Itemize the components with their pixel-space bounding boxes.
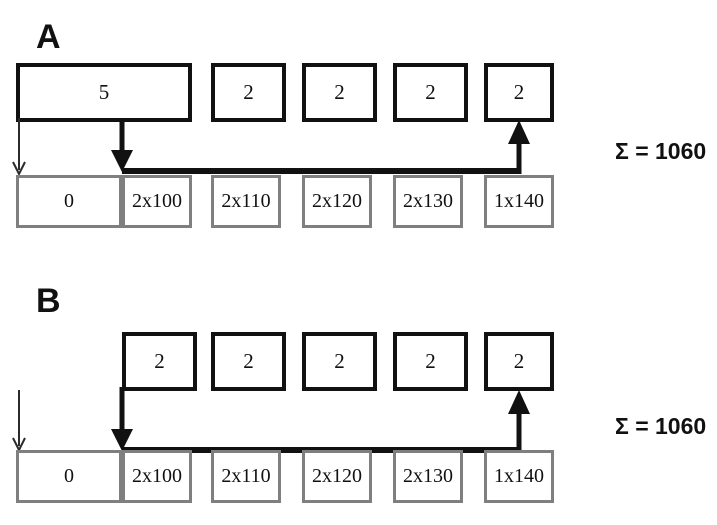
connector-up-arrow [508,120,530,174]
count-box: 2 [211,332,286,391]
count-box: 2 [393,332,468,391]
value-cell: 2x100 [122,175,192,228]
sum-label: Σ = 1060 [615,413,707,439]
sum-label: Σ = 1060 [615,138,707,164]
value-cell: 2x120 [302,175,372,228]
count-box: 2 [302,332,377,391]
connector-down-arrow [111,387,133,451]
connector-up-arrow [508,390,530,452]
count-box: 2 [393,63,468,122]
left-pointer-arrow [12,390,26,453]
value-cell: 2x110 [211,175,281,228]
panel-b: B 2 2 2 2 2 0 2x100 2x110 2x120 2x130 1x… [0,262,717,525]
value-cell: 2x110 [211,450,281,503]
count-box: 2 [211,63,286,122]
value-cell: 2x100 [122,450,192,503]
panel-a: A 5 2 2 2 2 0 2x100 2x110 2x120 2x130 1x… [0,0,717,262]
value-cell: 2x130 [393,175,463,228]
value-cell: 2x120 [302,450,372,503]
panel-a-label: A [36,18,61,56]
count-box: 2 [122,332,197,391]
value-cell: 2x130 [393,450,463,503]
panel-b-label: B [36,282,61,320]
value-cell: 1x140 [484,175,554,228]
count-box: 2 [484,63,554,122]
count-box: 5 [16,63,192,122]
connector-down-arrow [111,120,133,172]
value-cell: 0 [16,450,122,503]
value-cell: 0 [16,175,122,228]
count-box: 2 [302,63,377,122]
value-cell: 1x140 [484,450,554,503]
count-box: 2 [484,332,554,391]
connector-horizontal-line [122,168,520,174]
left-pointer-arrow [12,118,26,177]
